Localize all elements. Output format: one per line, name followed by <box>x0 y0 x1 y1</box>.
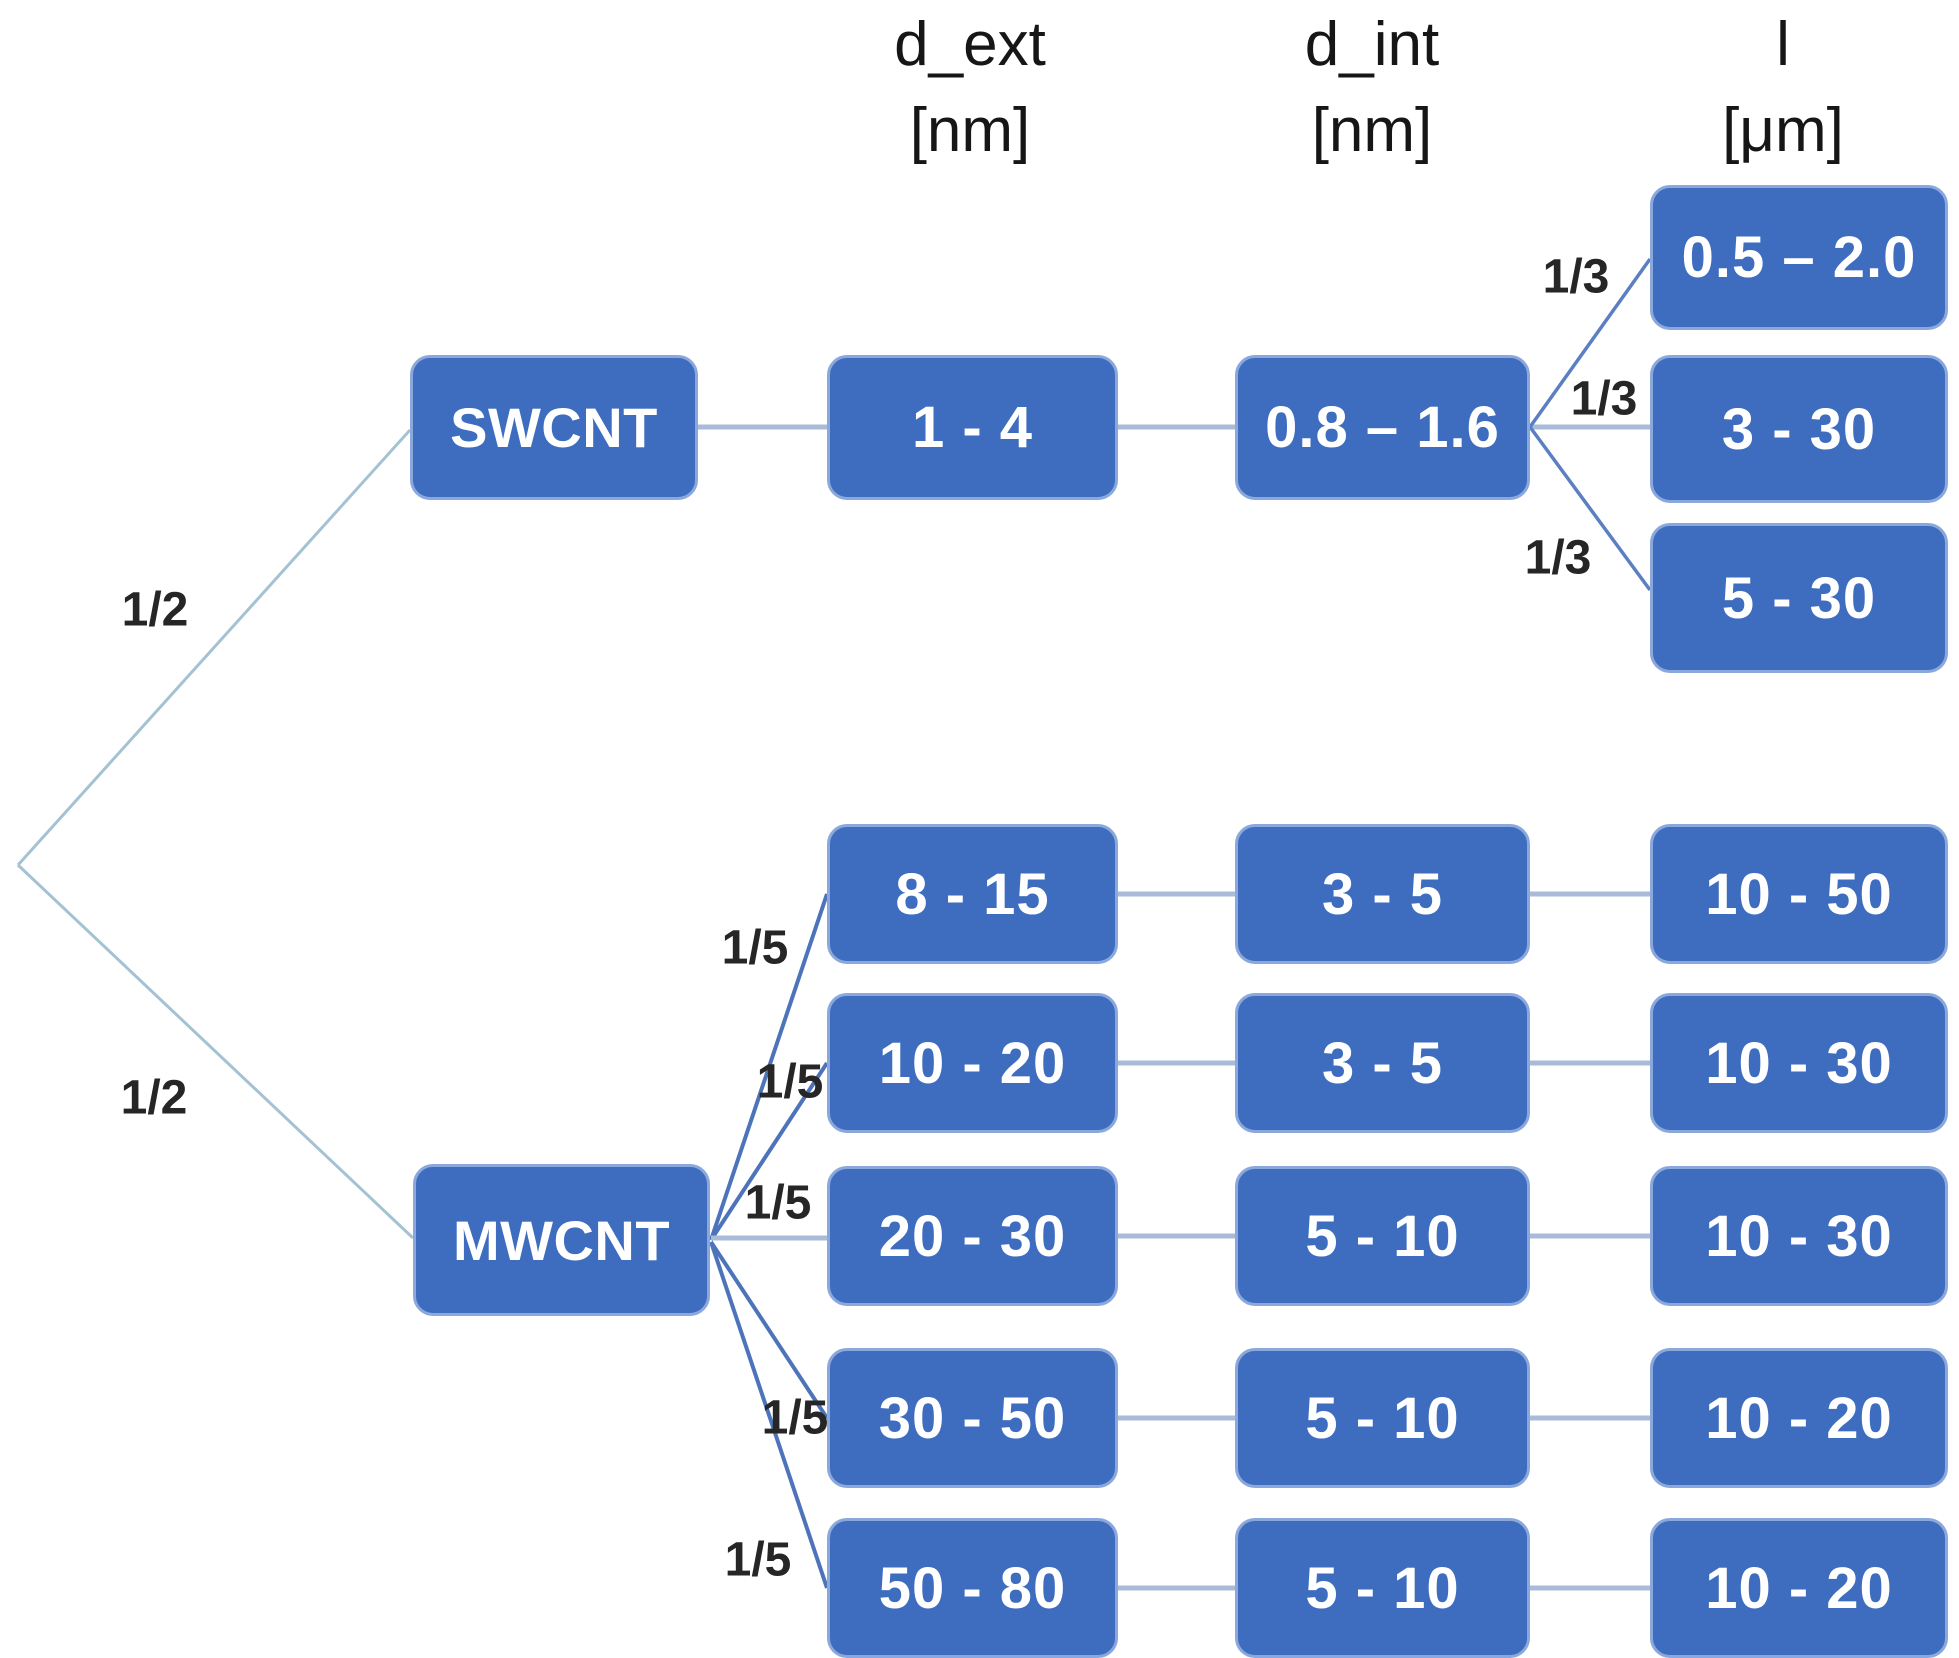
node-swcnt-d-int: 0.8 – 1.6 <box>1235 355 1530 500</box>
node-swcnt-d-ext: 1 - 4 <box>827 355 1118 500</box>
probability-label-mwcnt-row2: 1/5 <box>756 1055 824 1109</box>
branch-root-to-swcnt <box>16 428 412 867</box>
branch-root-to-mwcnt <box>16 863 415 1240</box>
node-swcnt-length-2: 3 - 30 <box>1650 355 1948 503</box>
node-mwcnt-row3-d-int: 5 - 10 <box>1235 1166 1530 1306</box>
probability-label-root-swcnt: 1/2 <box>121 583 189 637</box>
column-header-d-int-title: d_int <box>1304 10 1440 79</box>
node-mwcnt-row2-d-ext: 10 - 20 <box>827 993 1118 1133</box>
node-mwcnt-row4-d-ext: 30 - 50 <box>827 1348 1118 1488</box>
probability-label-mwcnt-row1: 1/5 <box>721 921 789 975</box>
node-mwcnt-row2-length: 10 - 30 <box>1650 993 1948 1133</box>
node-mwcnt-row1-length: 10 - 50 <box>1650 824 1948 964</box>
probability-label-swcnt-l1: 1/3 <box>1542 250 1610 304</box>
probability-label-root-mwcnt: 1/2 <box>120 1071 188 1125</box>
column-header-d-ext-title: d_ext <box>894 10 1046 79</box>
node-swcnt: SWCNT <box>410 355 698 500</box>
column-header-length-unit: [μm] <box>1722 96 1844 165</box>
node-mwcnt-row3-length: 10 - 30 <box>1650 1166 1948 1306</box>
branch-swcnt-length3 <box>1528 425 1652 592</box>
column-header-length-title: l <box>1776 10 1790 79</box>
node-mwcnt-row5-d-ext: 50 - 80 <box>827 1518 1118 1658</box>
node-mwcnt-row1-d-ext: 8 - 15 <box>827 824 1118 964</box>
node-mwcnt-row5-length: 10 - 20 <box>1650 1518 1948 1658</box>
node-mwcnt-row3-d-ext: 20 - 30 <box>827 1166 1118 1306</box>
column-header-d-int: d_int [nm] <box>1212 2 1532 174</box>
node-mwcnt: MWCNT <box>413 1164 710 1316</box>
node-mwcnt-row5-d-int: 5 - 10 <box>1235 1518 1530 1658</box>
probability-label-swcnt-l2: 1/3 <box>1570 372 1638 426</box>
node-mwcnt-row2-d-int: 3 - 5 <box>1235 993 1530 1133</box>
column-header-d-ext-unit: [nm] <box>909 96 1031 165</box>
node-mwcnt-row4-d-int: 5 - 10 <box>1235 1348 1530 1488</box>
node-mwcnt-row1-d-int: 3 - 5 <box>1235 824 1530 964</box>
branch-mwcnt-row5 <box>709 1241 829 1589</box>
branch-mwcnt-row4 <box>709 1240 829 1420</box>
probability-label-mwcnt-row4: 1/5 <box>761 1391 829 1445</box>
column-header-d-int-unit: [nm] <box>1311 96 1433 165</box>
probability-label-mwcnt-row3: 1/5 <box>744 1176 812 1230</box>
branch-mwcnt-row2 <box>709 1061 829 1242</box>
column-header-length: l [μm] <box>1623 2 1943 174</box>
node-swcnt-length-1: 0.5 – 2.0 <box>1650 185 1948 330</box>
probability-label-swcnt-l3: 1/3 <box>1524 531 1592 585</box>
probability-label-mwcnt-row5: 1/5 <box>724 1533 792 1587</box>
branch-mwcnt-row1 <box>709 893 829 1241</box>
node-mwcnt-row4-length: 10 - 20 <box>1650 1348 1948 1488</box>
branch-swcnt-length1 <box>1528 257 1652 429</box>
node-swcnt-length-3: 5 - 30 <box>1650 523 1948 673</box>
column-header-d-ext: d_ext [nm] <box>810 2 1130 174</box>
